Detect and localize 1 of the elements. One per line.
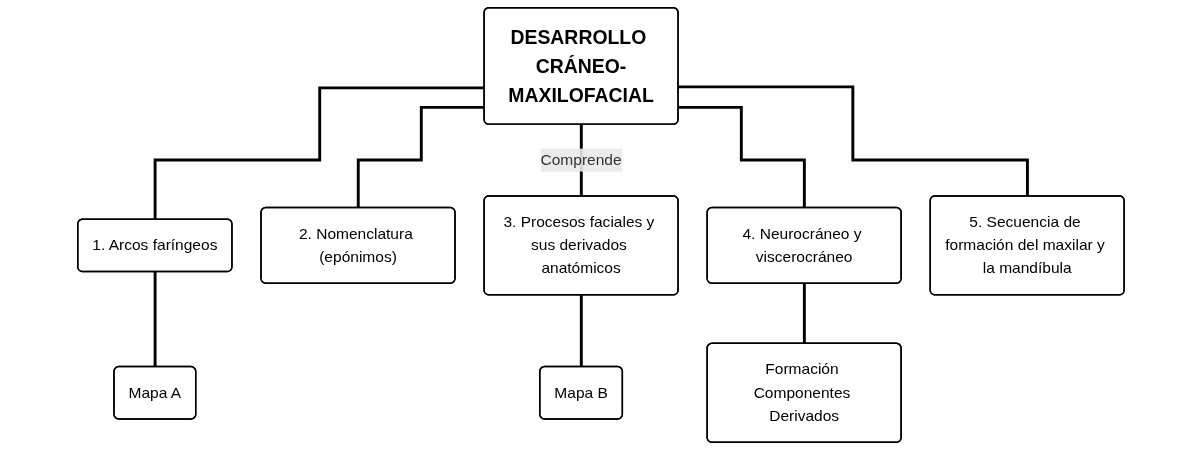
edge-label: Comprende <box>540 151 622 168</box>
